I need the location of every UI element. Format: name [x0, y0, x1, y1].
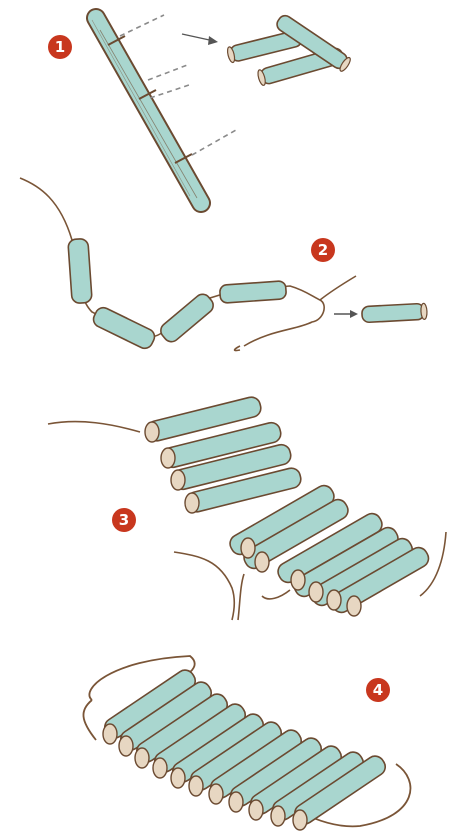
step-badge-3: 3	[112, 508, 136, 532]
step-badge-2: 2	[311, 238, 335, 262]
step-number: 4	[373, 681, 383, 699]
step-badge-4: 4	[366, 678, 390, 702]
step-badge-1: 1	[48, 35, 72, 59]
step-number: 2	[318, 241, 328, 259]
finished-bamboo-mat	[101, 667, 388, 828]
bamboo-cane	[92, 18, 201, 203]
cord	[48, 422, 140, 432]
threaded-bamboo-pieces	[68, 238, 428, 351]
right-arrow-icon	[182, 34, 218, 45]
right-arrow-icon	[334, 310, 358, 318]
cut-bamboo-pieces	[226, 13, 352, 86]
step-number: 3	[119, 511, 129, 529]
step-3-illustration	[48, 395, 446, 620]
step-4-illustration	[83, 656, 410, 830]
step-1-illustration	[92, 13, 352, 203]
step-number: 1	[55, 38, 65, 56]
step-2-illustration	[20, 178, 427, 351]
